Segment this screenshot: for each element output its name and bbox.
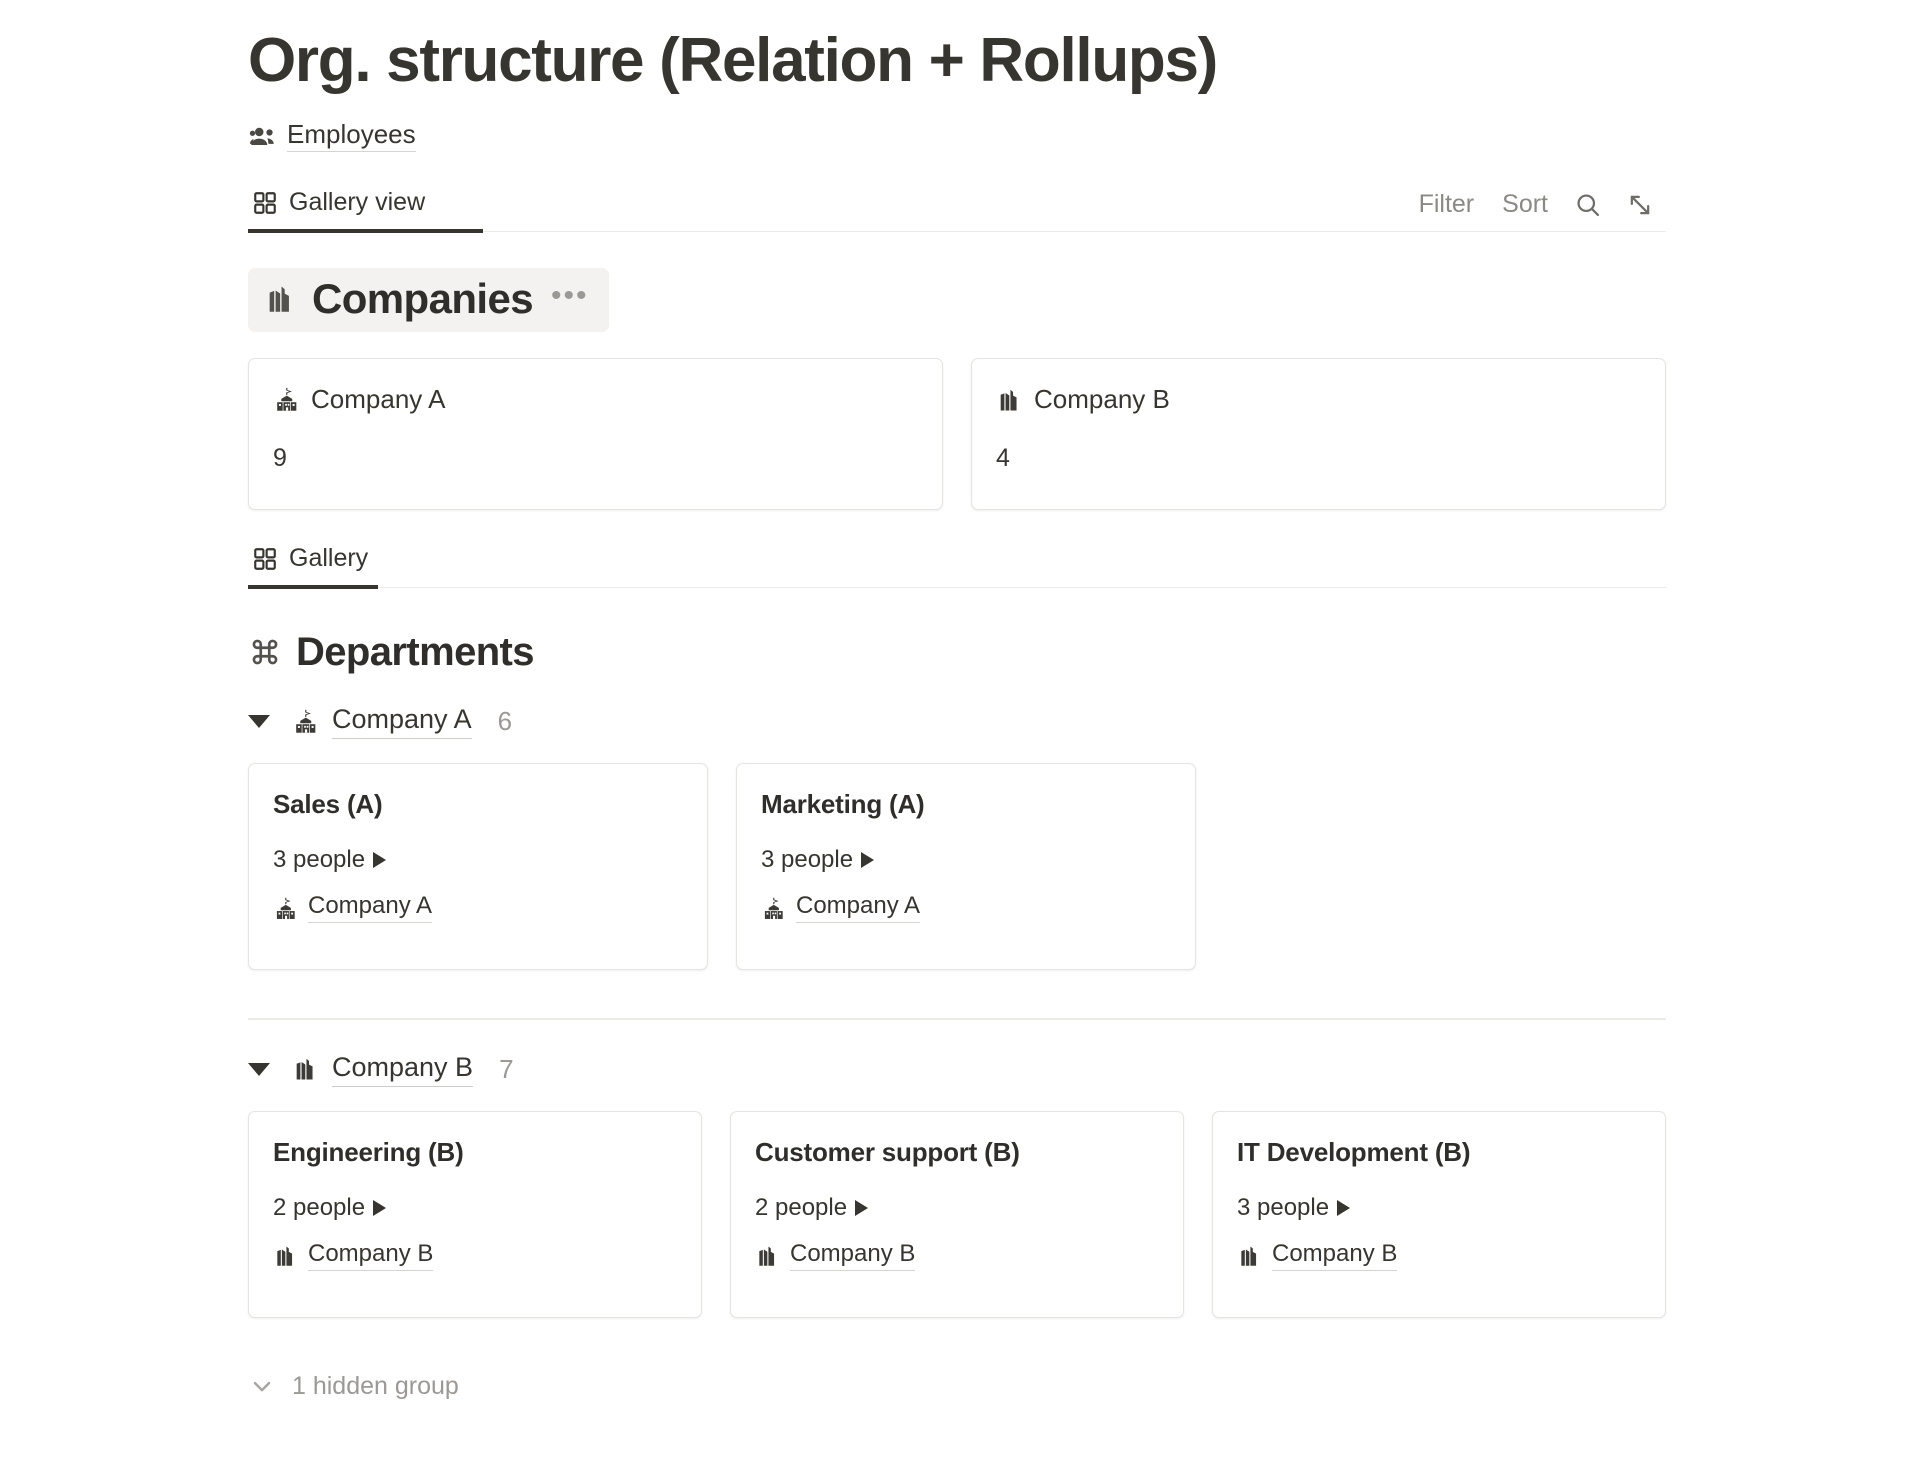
view-actions: Filter Sort bbox=[1405, 190, 1666, 231]
department-card-relation-label: Company B bbox=[790, 1241, 916, 1271]
group-header-company-a[interactable]: Company A 6 bbox=[248, 704, 1666, 740]
expand-diagonal-icon[interactable] bbox=[1614, 191, 1666, 219]
factory-building-icon bbox=[264, 282, 298, 316]
department-card-people-label: 3 people bbox=[1237, 1193, 1330, 1221]
group-count: 6 bbox=[497, 706, 513, 737]
department-card[interactable]: Customer support (B) 2 people Company B bbox=[730, 1110, 1184, 1318]
department-card-title: Marketing (A) bbox=[761, 789, 925, 820]
department-card-relation[interactable]: Company B bbox=[273, 1241, 677, 1271]
department-card-people-label: 3 people bbox=[761, 846, 854, 874]
command-icon bbox=[248, 635, 282, 669]
department-card-title: Sales (A) bbox=[273, 789, 383, 820]
page-title: Org. structure (Relation + Rollups) bbox=[248, 26, 1218, 95]
company-card-title: Company B bbox=[1034, 384, 1170, 415]
company-card[interactable]: Company A 9 bbox=[248, 358, 943, 511]
group-count: 7 bbox=[499, 1053, 514, 1084]
department-card[interactable]: IT Development (B) 3 people Company B bbox=[1212, 1110, 1666, 1318]
department-card-relation-label: Company A bbox=[796, 894, 921, 924]
view-toolbar: Gallery view Filter Sort bbox=[248, 188, 1666, 233]
filter-button[interactable]: Filter bbox=[1418, 190, 1475, 219]
school-building-icon bbox=[761, 896, 787, 922]
expand-relation-triangle-icon[interactable] bbox=[1337, 1199, 1351, 1216]
sort-button[interactable]: Sort bbox=[1502, 190, 1548, 219]
tab-gallery-view[interactable]: Gallery view bbox=[248, 188, 484, 233]
department-card-people-label: 2 people bbox=[755, 1193, 848, 1221]
company-card-title-row: Company A bbox=[273, 385, 918, 414]
departments-card-row-company-a: Sales (A) 3 people bbox=[248, 763, 1666, 971]
gallery-tabs: Gallery bbox=[248, 544, 379, 589]
tab-gallery[interactable]: Gallery bbox=[248, 544, 379, 589]
department-card-relation-label: Company A bbox=[308, 894, 433, 924]
department-card-relation[interactable]: Company B bbox=[755, 1241, 1159, 1271]
department-card[interactable]: Sales (A) 3 people bbox=[248, 763, 708, 971]
group-header-company-b[interactable]: Company B 7 bbox=[248, 1052, 1666, 1087]
gallery-tab-bar: Gallery bbox=[248, 544, 1666, 589]
hidden-group-toggle[interactable]: 1 hidden group bbox=[248, 1372, 1666, 1401]
group-label[interactable]: Company B bbox=[332, 1052, 474, 1087]
expand-relation-triangle-icon[interactable] bbox=[373, 852, 387, 869]
departments-section-header: Departments bbox=[248, 632, 1666, 672]
group-divider bbox=[248, 1018, 1666, 1020]
companies-section-menu-icon[interactable]: ••• bbox=[551, 279, 589, 313]
department-card-relation[interactable]: Company A bbox=[761, 894, 1171, 924]
tab-gallery-view-label: Gallery view bbox=[289, 188, 426, 217]
department-card-people[interactable]: 3 people bbox=[1237, 1193, 1641, 1221]
company-card-metric: 9 bbox=[273, 444, 287, 473]
hidden-group-label: 1 hidden group bbox=[292, 1371, 459, 1400]
expand-relation-triangle-icon[interactable] bbox=[855, 1199, 869, 1216]
chevron-down-icon bbox=[248, 1372, 276, 1400]
department-card-relation-label: Company B bbox=[1272, 1241, 1398, 1271]
department-card-people[interactable]: 2 people bbox=[755, 1193, 1159, 1221]
department-card-title: Customer support (B) bbox=[755, 1136, 1020, 1167]
expand-relation-triangle-icon[interactable] bbox=[861, 852, 875, 869]
department-card-people-label: 2 people bbox=[273, 1193, 366, 1221]
collapse-triangle-icon[interactable] bbox=[248, 715, 270, 729]
company-card-metric: 4 bbox=[996, 444, 1010, 473]
factory-building-icon bbox=[996, 386, 1024, 414]
view-tabs: Gallery view bbox=[248, 188, 484, 233]
department-card-people-label: 3 people bbox=[273, 846, 366, 874]
school-building-icon bbox=[273, 386, 301, 414]
department-card-people[interactable]: 3 people bbox=[273, 848, 683, 872]
department-card-people[interactable]: 2 people bbox=[273, 1193, 677, 1221]
search-icon[interactable] bbox=[1562, 191, 1614, 219]
company-card-title-row: Company B bbox=[996, 385, 1641, 414]
departments-card-row-company-b: Engineering (B) 2 people Company B bbox=[248, 1110, 1666, 1318]
department-card-relation-label: Company B bbox=[308, 1241, 434, 1271]
department-card-relation[interactable]: Company B bbox=[1237, 1241, 1641, 1271]
factory-building-icon bbox=[273, 1243, 299, 1269]
page-content: Org. structure (Relation + Rollups) Empl… bbox=[248, 26, 1666, 1401]
factory-building-icon bbox=[1237, 1243, 1263, 1269]
department-card[interactable]: Engineering (B) 2 people Company B bbox=[248, 1110, 702, 1318]
factory-building-icon bbox=[292, 1055, 320, 1083]
company-card-title: Company A bbox=[311, 384, 446, 415]
source-database-label: Employees bbox=[287, 121, 416, 153]
department-card-title: IT Development (B) bbox=[1237, 1136, 1471, 1167]
companies-section-header[interactable]: Companies ••• bbox=[248, 268, 609, 333]
expand-relation-triangle-icon[interactable] bbox=[373, 1199, 387, 1216]
group-label[interactable]: Company A bbox=[332, 704, 472, 740]
collapse-triangle-icon[interactable] bbox=[248, 1062, 270, 1076]
school-building-icon bbox=[292, 708, 320, 736]
companies-card-row: Company A 9 Company B 4 bbox=[248, 358, 1666, 511]
department-card[interactable]: Marketing (A) 3 people bbox=[736, 763, 1196, 971]
departments-section-title: Departments bbox=[296, 630, 535, 675]
companies-section-title: Companies bbox=[312, 275, 534, 323]
factory-building-icon bbox=[755, 1243, 781, 1269]
department-card-title: Engineering (B) bbox=[273, 1136, 464, 1167]
company-card[interactable]: Company B 4 bbox=[971, 358, 1666, 511]
people-group-icon bbox=[248, 122, 278, 152]
gallery-grid-icon bbox=[252, 546, 278, 572]
school-building-icon bbox=[273, 896, 299, 922]
department-card-people[interactable]: 3 people bbox=[761, 848, 1171, 872]
gallery-grid-icon bbox=[252, 190, 278, 216]
tab-gallery-label: Gallery bbox=[289, 544, 369, 573]
department-card-relation[interactable]: Company A bbox=[273, 894, 683, 924]
source-database-link[interactable]: Employees bbox=[248, 121, 416, 153]
